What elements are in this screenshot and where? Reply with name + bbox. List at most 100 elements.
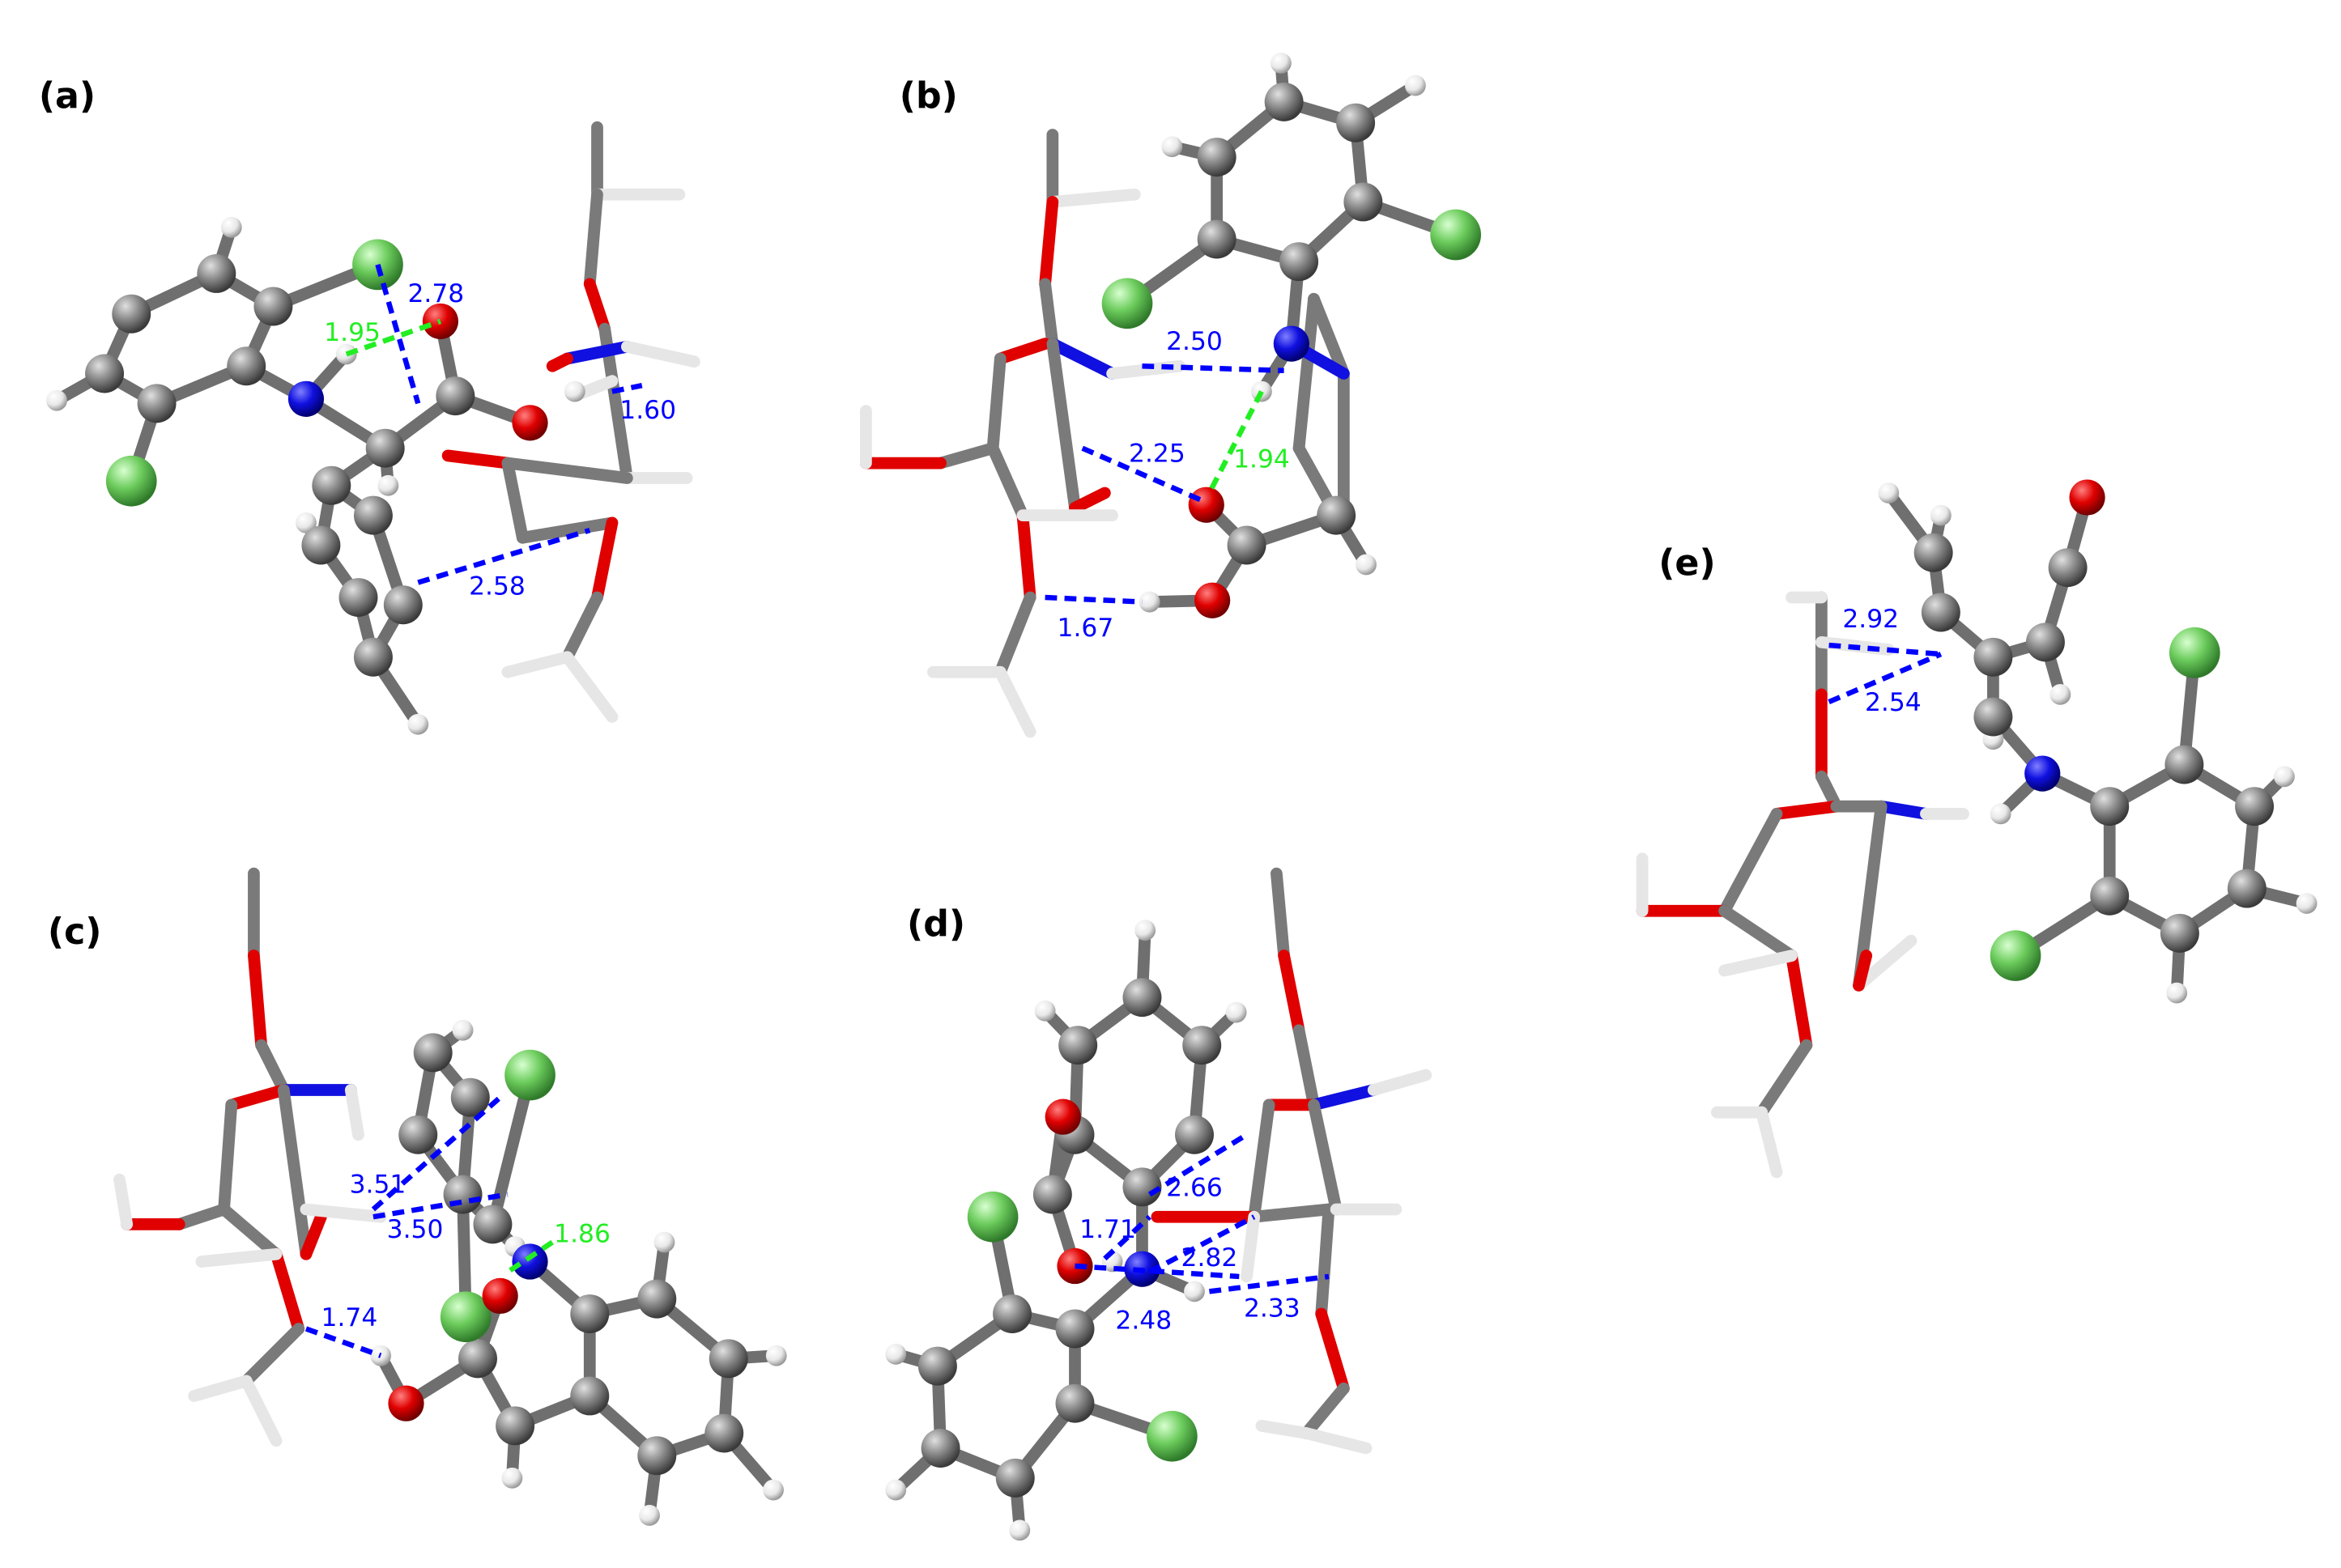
contact-distance-line <box>304 1326 382 1358</box>
stick-bond <box>1039 196 1059 291</box>
stick-bond <box>1367 1069 1432 1096</box>
distance-label: 2.33 <box>1244 1294 1300 1324</box>
hydrogen-atom <box>1878 482 1900 504</box>
stick-bond <box>1756 1039 1813 1119</box>
carbon-atom <box>1913 533 1953 572</box>
stick-bond <box>218 1098 238 1216</box>
stick-bond <box>113 1173 134 1230</box>
distance-label: 2.58 <box>469 572 526 601</box>
stick-bond <box>1718 808 1783 917</box>
carbon-atom <box>1264 82 1304 121</box>
stick-bond <box>501 457 633 484</box>
carbon-atom <box>2160 913 2199 953</box>
distance-label: 1.60 <box>619 396 676 425</box>
stick-bond <box>1255 1419 1313 1439</box>
chlorine-atom <box>1990 930 2041 981</box>
stick-bond <box>1853 934 1917 992</box>
oxygen-atom <box>1045 1098 1081 1135</box>
stick-bond <box>195 1247 283 1268</box>
distance-label: 1.71 <box>1079 1215 1136 1244</box>
stick-bond <box>188 1375 253 1402</box>
stick-bond <box>1046 338 1118 380</box>
chlorine-atom <box>105 455 157 507</box>
carbon-atom <box>1343 182 1383 222</box>
stick-bond <box>172 1203 230 1230</box>
carbon-atom <box>637 1279 677 1319</box>
contact-distance-line <box>371 1095 502 1212</box>
hydrogen-atom <box>2166 982 2188 1004</box>
distance-label: 2.66 <box>1166 1173 1223 1202</box>
stick-bond <box>1248 1203 1335 1223</box>
carbon-atom <box>917 1346 957 1386</box>
hydrogen-atom <box>1161 136 1183 158</box>
stick-bond <box>1039 278 1059 350</box>
stick-bond <box>248 950 268 1052</box>
panel-label: (b) <box>900 75 958 117</box>
hydrogen-bond-line <box>1207 390 1264 495</box>
hydrogen-atom <box>564 380 585 402</box>
stick-bond <box>994 665 1036 738</box>
stick-bond <box>1308 1084 1380 1111</box>
stick-bond <box>1271 867 1290 962</box>
stick-bond <box>1046 338 1081 514</box>
stick-bond <box>225 1084 290 1111</box>
carbon-atom <box>1336 103 1376 142</box>
stick-bond <box>591 516 619 604</box>
contact-distance-line <box>1148 1214 1256 1275</box>
carbon-atom <box>1197 219 1236 259</box>
nitrogen-atom <box>287 380 325 417</box>
carbon-atom <box>2235 787 2275 826</box>
stick-bond <box>255 1039 290 1096</box>
hydrogen-atom <box>885 1343 907 1365</box>
stick-bond <box>1016 509 1036 604</box>
carbon-atom <box>2090 876 2130 916</box>
carbon-atom <box>2025 623 2065 662</box>
carbon-atom <box>383 585 423 625</box>
carbon-atom <box>2227 869 2267 908</box>
stick-bond <box>1718 904 1798 962</box>
chlorine-atom <box>2169 627 2220 678</box>
carbon-atom <box>1973 637 2013 677</box>
contact-distance-line <box>417 527 591 585</box>
distance-label: 2.82 <box>1181 1243 1238 1273</box>
distance-label: 1.94 <box>1233 445 1290 474</box>
carbon-atom <box>338 578 378 617</box>
stick-bond <box>516 516 619 544</box>
chlorine-atom <box>1101 278 1153 329</box>
hydrogen-atom <box>2274 766 2295 788</box>
chlorine-atom <box>440 1291 492 1343</box>
carbon-atom <box>85 354 125 393</box>
hydrogen-atom <box>885 1479 907 1501</box>
stick-bond <box>1241 1210 1261 1283</box>
carbon-atom <box>1058 1026 1098 1065</box>
contact-distance-line <box>1209 1273 1330 1294</box>
distance-label: 1.74 <box>321 1303 378 1332</box>
hydrogen-atom <box>220 216 242 238</box>
stick-bond <box>1300 1382 1350 1439</box>
hydrogen-bond-line <box>506 1239 554 1275</box>
carbon-atom <box>1055 1383 1095 1423</box>
stick-bond <box>344 1084 364 1141</box>
carbon-atom <box>2164 745 2204 784</box>
stick-bond <box>1278 950 1305 1037</box>
stick-bond <box>1308 1098 1343 1216</box>
carbon-atom <box>353 637 393 677</box>
nitrogen-atom <box>1273 325 1309 362</box>
distance-label: 2.48 <box>1115 1306 1172 1335</box>
distance-label: 2.50 <box>1166 327 1223 356</box>
carbon-atom <box>637 1436 677 1476</box>
stick-bond <box>934 442 999 470</box>
hydrogen-atom <box>1930 504 1952 526</box>
contact-distance-line <box>1828 652 1943 705</box>
chlorine-atom <box>967 1191 1019 1243</box>
carbon-atom <box>1921 593 1960 632</box>
hydrogen-atom <box>653 1231 675 1253</box>
panel-label: (e) <box>1658 542 1715 584</box>
distance-label: 1.95 <box>324 318 381 347</box>
carbon-atom <box>458 1339 497 1379</box>
hydrogen-atom <box>1404 74 1426 96</box>
carbon-atom <box>137 384 177 423</box>
